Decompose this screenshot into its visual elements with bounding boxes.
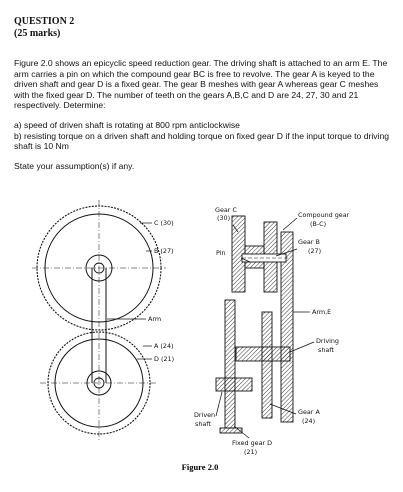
section-leaders — [215, 217, 315, 439]
label-arm-e: Arm,E — [312, 308, 331, 316]
label-driven-1: Driven — [194, 411, 215, 419]
label-compound-1: Compound gear — [298, 211, 350, 219]
part-a-text: a) speed of driven shaft is rotating at … — [14, 119, 240, 130]
gear-a — [261, 311, 273, 419]
label-driven-2: shaft — [195, 420, 211, 428]
question-number: QUESTION 2 — [14, 16, 75, 27]
label-driving-1: Driving — [316, 337, 339, 345]
label-left-arm: Arm — [148, 315, 161, 323]
section-view — [215, 215, 294, 434]
question-marks: (25 marks) — [14, 28, 61, 39]
label-fixed-d-2: (21) — [244, 448, 257, 456]
label-driving-2: shaft — [318, 346, 334, 354]
label-gear-a-2: (24) — [302, 417, 315, 425]
intro-text: Figure 2.0 shows an epicyclic speed redu… — [14, 58, 388, 111]
label-left-a: A (24) — [154, 342, 174, 350]
label-left-b: B (27) — [154, 247, 174, 255]
fixed-gear-d — [224, 299, 236, 429]
fixed-base — [219, 427, 243, 434]
label-left-c: C (30) — [154, 219, 174, 227]
part-b-text: b) resisting torque on a driven shaft an… — [14, 130, 390, 152]
figure-caption: Figure 2.0 — [182, 462, 219, 472]
arm-e — [280, 231, 294, 423]
label-gear-c-1: Gear C — [215, 206, 237, 214]
label-gear-b-1: Gear B — [298, 238, 320, 246]
label-gear-a-1: Gear A — [298, 408, 320, 416]
label-gear-b-2: (27) — [308, 247, 321, 255]
label-gear-c-2: (30) — [217, 214, 230, 222]
label-compound-2: (B-C) — [310, 220, 326, 228]
label-pin: Pin — [216, 249, 226, 257]
question-body: Figure 2.0 shows an epicyclic speed redu… — [14, 58, 392, 171]
front-view — [32, 200, 166, 440]
assumption-text: State your assumption(s) if any. — [14, 160, 135, 171]
label-left-d: D (21) — [154, 355, 174, 363]
label-fixed-d-1: Fixed gear D — [232, 439, 272, 447]
